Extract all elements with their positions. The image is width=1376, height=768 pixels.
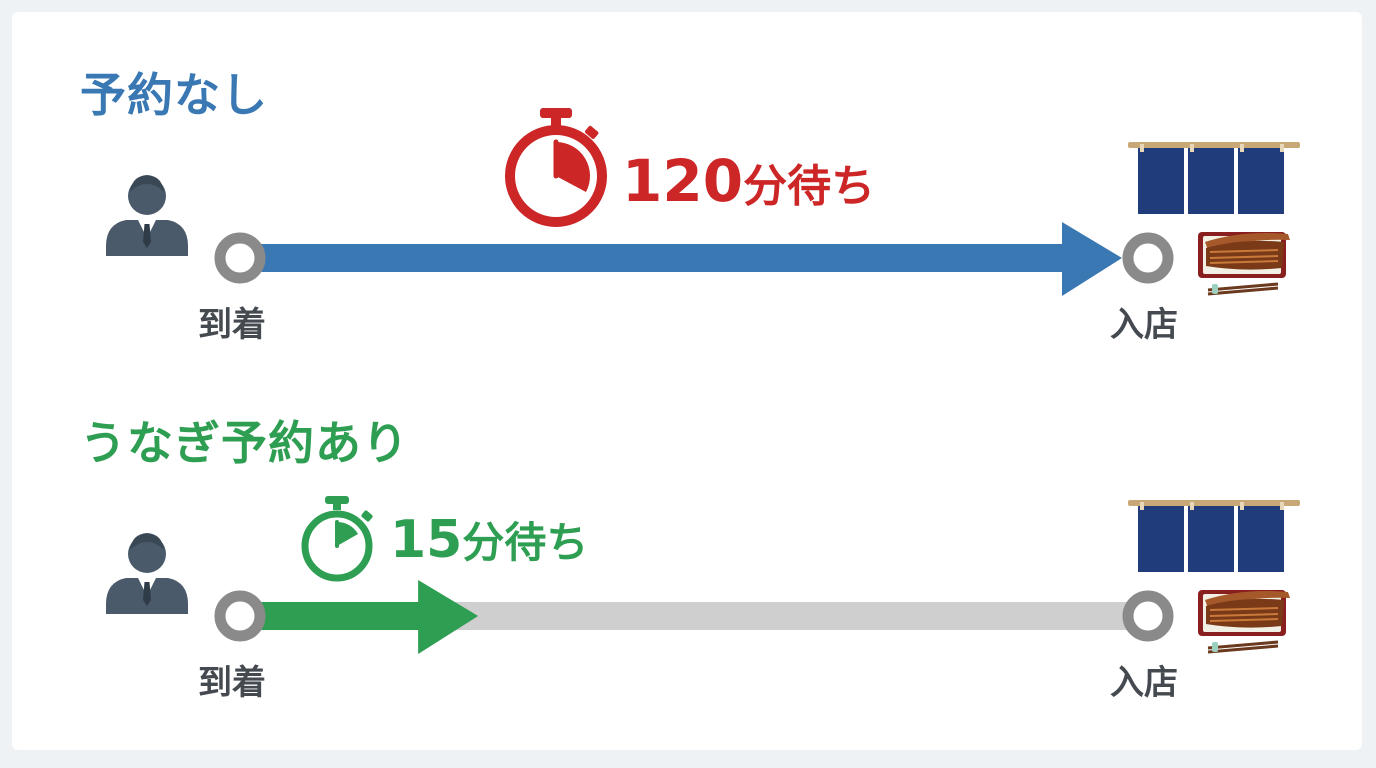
end-node bbox=[1122, 590, 1174, 642]
unaju-box-icon bbox=[1196, 230, 1292, 296]
end-node bbox=[1122, 232, 1174, 284]
start-node bbox=[214, 232, 266, 284]
wait-number: 15 bbox=[390, 510, 463, 570]
noren-curtain-icon bbox=[1128, 142, 1300, 214]
wait-time-long: 120分待ち bbox=[622, 152, 875, 210]
wait-suffix: 分待ち bbox=[462, 518, 589, 567]
wait-time-short: 15分待ち bbox=[390, 514, 588, 566]
unaju-box-icon bbox=[1196, 588, 1292, 654]
noren-curtain-icon bbox=[1128, 500, 1300, 572]
person-icon bbox=[106, 532, 188, 614]
wait-suffix: 分待ち bbox=[743, 161, 876, 212]
arrival-label: 到着 bbox=[198, 305, 266, 345]
row-title-no-reservation: 予約なし bbox=[80, 68, 268, 122]
wait-number: 120 bbox=[622, 147, 744, 215]
stopwatch-icon bbox=[505, 108, 607, 227]
arrow-head bbox=[1062, 222, 1122, 296]
arrival-label: 到着 bbox=[198, 663, 266, 703]
stopwatch-icon bbox=[301, 496, 373, 582]
start-node bbox=[214, 590, 266, 642]
row-title-reservation: うなぎ予約あり bbox=[80, 416, 409, 470]
person-icon bbox=[106, 174, 188, 256]
arrow-head bbox=[418, 580, 479, 654]
entry-label: 入店 bbox=[1110, 305, 1178, 345]
entry-label: 入店 bbox=[1110, 663, 1178, 703]
